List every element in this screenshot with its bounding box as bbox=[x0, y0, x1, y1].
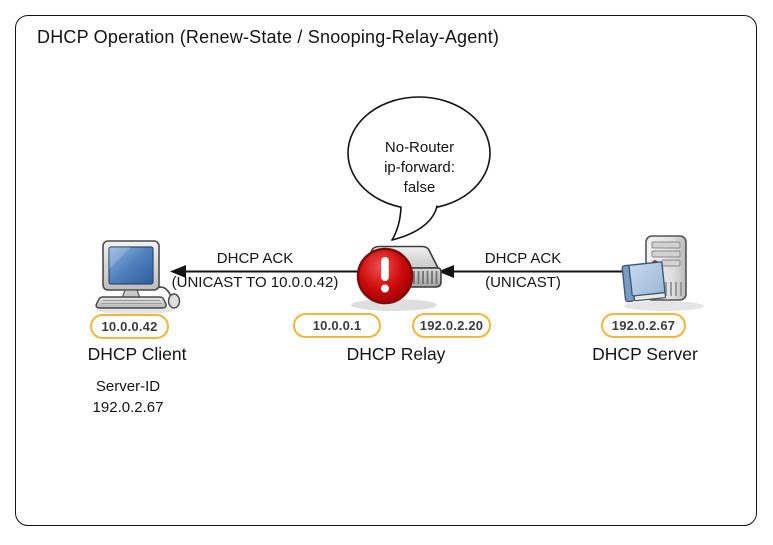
node-label-relay: DHCP Relay bbox=[346, 344, 446, 364]
speech-bubble bbox=[347, 96, 491, 241]
client-server-id-note: Server-ID 192.0.2.67 bbox=[92, 378, 164, 416]
message-relay-to-client-subtitle: (UNICAST TO 10.0.0.42) bbox=[171, 274, 339, 291]
ip-badge-relay-left: 10.0.0.1 bbox=[293, 313, 381, 338]
ip-badge-server: 192.0.2.67 bbox=[601, 313, 686, 338]
arrowhead-left-icon bbox=[170, 265, 186, 278]
node-label-server: DHCP Server bbox=[592, 344, 698, 364]
node-label-client: DHCP Client bbox=[87, 344, 187, 364]
message-relay-to-client-title: DHCP ACK bbox=[216, 250, 294, 267]
network-switch-icon bbox=[351, 245, 442, 311]
desktop-computer-icon bbox=[95, 240, 181, 314]
message-server-to-relay-subtitle: (UNICAST) bbox=[485, 274, 561, 291]
tower-server-icon bbox=[621, 235, 704, 311]
ip-badge-relay-right: 192.0.2.20 bbox=[412, 313, 491, 338]
book-icon bbox=[621, 261, 667, 303]
speech-bubble-text: No-Router ip-forward: false bbox=[384, 139, 455, 196]
arrow-server-to-relay bbox=[438, 265, 628, 278]
ip-badge-client: 10.0.0.42 bbox=[90, 314, 169, 339]
warning-exclamation-icon bbox=[356, 247, 414, 305]
message-server-to-relay-title: DHCP ACK bbox=[484, 250, 562, 267]
page-title: DHCP Operation (Renew-State / Snooping-R… bbox=[37, 27, 500, 47]
diagram-border-frame bbox=[15, 15, 757, 526]
arrow-relay-to-client bbox=[170, 265, 368, 278]
arrowhead-left-icon bbox=[438, 265, 454, 278]
